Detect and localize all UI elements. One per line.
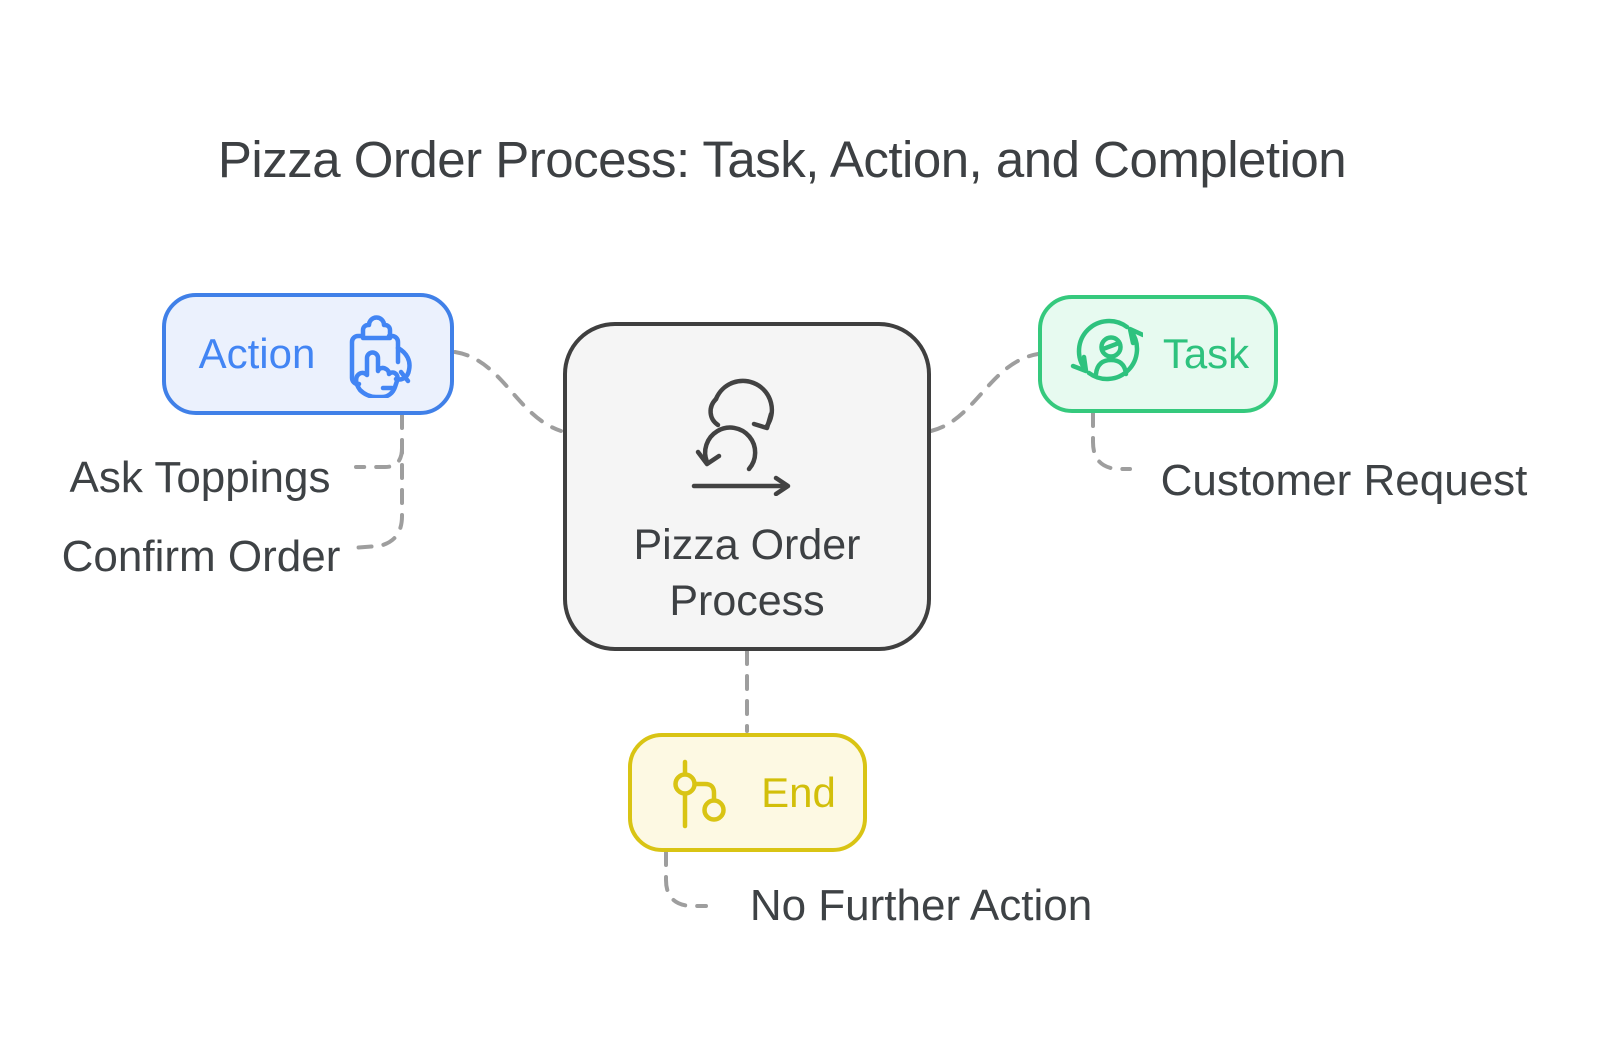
diagram-title: Pizza Order Process: Task, Action, and C…	[217, 131, 1347, 188]
node-center-label: Pizza Order Process	[633, 518, 860, 630]
node-center-label-line1: Pizza Order	[633, 520, 861, 569]
connector-task-customer-request	[1091, 411, 1132, 471]
annotation-no-further-action: No Further Action	[749, 881, 1093, 930]
connector-center-task	[929, 352, 1040, 433]
node-center-label-line2: Process	[669, 576, 825, 625]
clipboard-hand-icon	[350, 315, 413, 398]
connector-action-confirm-order	[350, 413, 404, 550]
connector-action-ask-toppings	[354, 446, 404, 469]
node-task-label: Task	[1162, 330, 1250, 377]
node-pizza-order-process: Pizza Order Process	[563, 322, 931, 651]
iteration-loop-icon	[691, 378, 791, 496]
node-end: End	[628, 733, 867, 852]
annotation-confirm-order: Confirm Order	[61, 532, 341, 581]
node-end-label: End	[761, 768, 836, 816]
annotation-ask-toppings: Ask Toppings	[69, 453, 331, 502]
node-action: Action	[162, 293, 454, 415]
connector-end-no-further-action	[664, 850, 708, 908]
node-task: Task	[1038, 295, 1278, 413]
connector-action-center	[453, 350, 563, 433]
annotation-customer-request: Customer Request	[1160, 456, 1528, 505]
node-action-label: Action	[198, 330, 316, 377]
user-sync-icon	[1070, 318, 1143, 382]
git-branch-icon	[673, 759, 726, 828]
